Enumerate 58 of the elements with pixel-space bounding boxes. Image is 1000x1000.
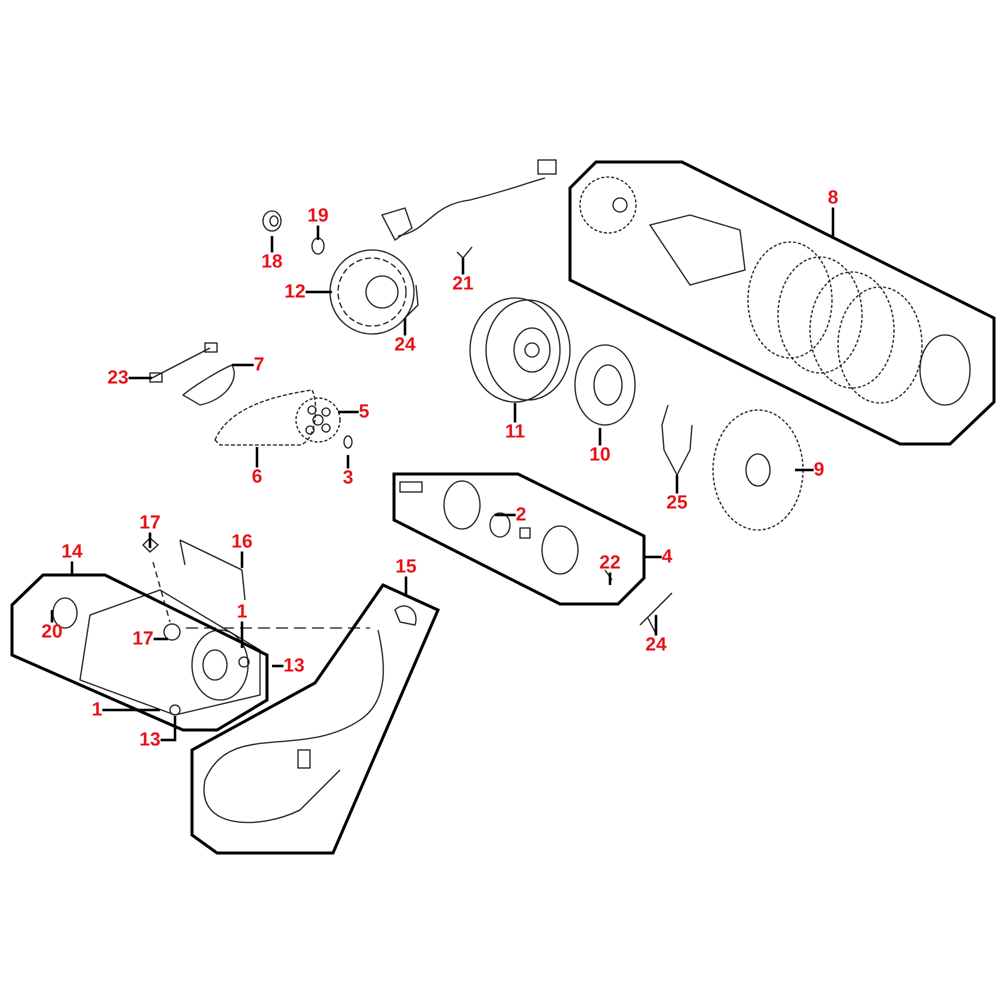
callout-number: 8 [828, 188, 838, 208]
callout-number: 16 [231, 532, 253, 552]
callout-number: 9 [814, 460, 824, 480]
callout-number: 10 [589, 446, 611, 464]
leader-line [598, 428, 602, 446]
callout-number: 3 [342, 468, 354, 488]
callout-number: 1 [92, 700, 102, 720]
leader-line [654, 615, 658, 636]
callout-number: 12 [284, 282, 306, 302]
callout-number: 2 [516, 506, 526, 524]
leader-line [240, 552, 244, 568]
leader-line [404, 318, 406, 336]
leader-line [256, 447, 258, 468]
callout-number: 7 [254, 356, 264, 374]
leader-line [154, 638, 168, 640]
leader-line [404, 576, 408, 596]
callout-number: 15 [395, 558, 417, 576]
leader-line [240, 622, 244, 648]
leader-line [50, 610, 54, 622]
callout-number: 17 [139, 514, 161, 532]
callout-number: 22 [599, 554, 621, 572]
leader-line [160, 716, 176, 742]
callout-number: 14 [61, 542, 83, 562]
leader-line [306, 290, 332, 294]
callout-number: 17 [132, 630, 154, 648]
leader-line [70, 562, 74, 575]
leader-line [316, 226, 320, 240]
leader-line [514, 403, 516, 422]
leader-line [128, 376, 152, 380]
callout-number: 24 [645, 636, 667, 654]
leader-line [795, 468, 814, 472]
leader-line [644, 556, 662, 558]
leader-line [346, 455, 350, 468]
leader-line [608, 572, 612, 585]
callout-number: 6 [252, 468, 262, 486]
callout-number: 13 [139, 730, 161, 750]
callout-number: 4 [662, 548, 672, 566]
callout-number: 1 [236, 602, 248, 622]
callout-number: 25 [666, 494, 688, 512]
leader-line [462, 258, 464, 274]
leader-line [102, 708, 160, 712]
leader-line [338, 410, 359, 414]
leader-line [272, 664, 284, 668]
callout-number: 13 [283, 656, 305, 676]
leader-line [495, 514, 516, 516]
leader-line [676, 475, 678, 494]
callout-number: 19 [307, 206, 329, 226]
leader-line [270, 236, 274, 252]
callout-number: 20 [41, 622, 63, 642]
callout-number: 18 [261, 252, 283, 272]
leader-line [232, 364, 254, 366]
callout-number: 23 [107, 368, 129, 388]
callout-number: 5 [358, 402, 370, 422]
leader-line [832, 208, 834, 238]
callout-number: 11 [504, 422, 526, 442]
callout-number: 24 [394, 336, 416, 354]
callout-number: 21 [452, 274, 474, 294]
leader-line [148, 532, 152, 548]
